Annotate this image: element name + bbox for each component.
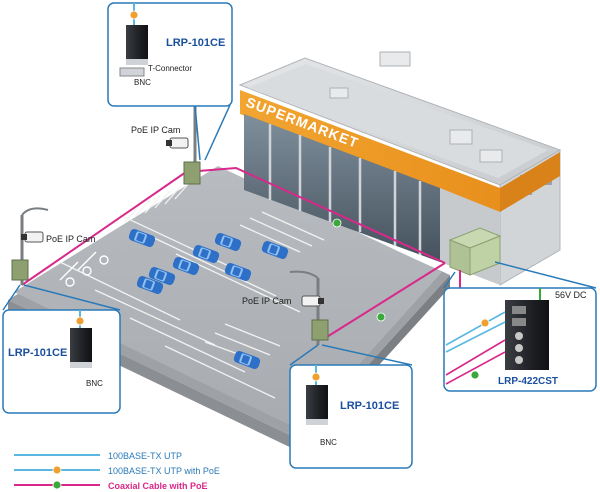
- device-model-switch: LRP-422CST: [498, 376, 558, 387]
- camera-icon: [301, 295, 324, 307]
- bnc-label-left: BNC: [86, 379, 103, 388]
- legend-item-coax-poe: Coaxial Cable with PoE: [108, 481, 208, 491]
- camera-pole-2: PoE IP Cam: [11, 207, 95, 285]
- bnc-label-top: BNC: [134, 78, 151, 87]
- device-icon: [306, 385, 328, 425]
- legend-item-utp: 100BASE-TX UTP: [108, 451, 182, 461]
- power-label: 56V DC: [555, 290, 587, 300]
- device-model-bottom: LRP-101CE: [340, 400, 399, 412]
- camera-label-2: PoE IP Cam: [46, 234, 95, 244]
- camera-pole-3: PoE IP Cam: [242, 270, 329, 345]
- utility-cabinet: [448, 227, 502, 276]
- device-box-top: LRP-101CE T-Connector BNC: [107, 2, 233, 161]
- device-icon: [70, 328, 92, 368]
- bnc-label-bottom: BNC: [320, 438, 337, 447]
- legend: 100BASE-TX UTP 100BASE-TX UTP with PoE C…: [14, 451, 220, 491]
- device-box-left: LRP-101CE BNC: [2, 284, 121, 414]
- device-box-bottom: LRP-101CE BNC: [289, 344, 413, 469]
- device-box-switch: 56V DC LRP-422CST: [443, 261, 597, 392]
- disabled-parking-icon: [59, 251, 109, 287]
- camera-pole-1: PoE IP Cam: [131, 100, 201, 185]
- device-model-left: LRP-101CE: [8, 347, 67, 359]
- legend-item-utp-poe: 100BASE-TX UTP with PoE: [108, 466, 220, 476]
- camera-label-3: PoE IP Cam: [242, 296, 291, 306]
- camera-label-1: PoE IP Cam: [131, 125, 180, 135]
- camera-icon: [21, 231, 44, 243]
- tconnector-label: T-Connector: [148, 64, 192, 73]
- switch-icon: [505, 300, 549, 370]
- camera-icon: [166, 137, 189, 149]
- device-icon: [126, 25, 148, 65]
- supermarket-building: SUPERMARKET: [238, 51, 562, 286]
- device-model-top: LRP-101CE: [166, 37, 225, 49]
